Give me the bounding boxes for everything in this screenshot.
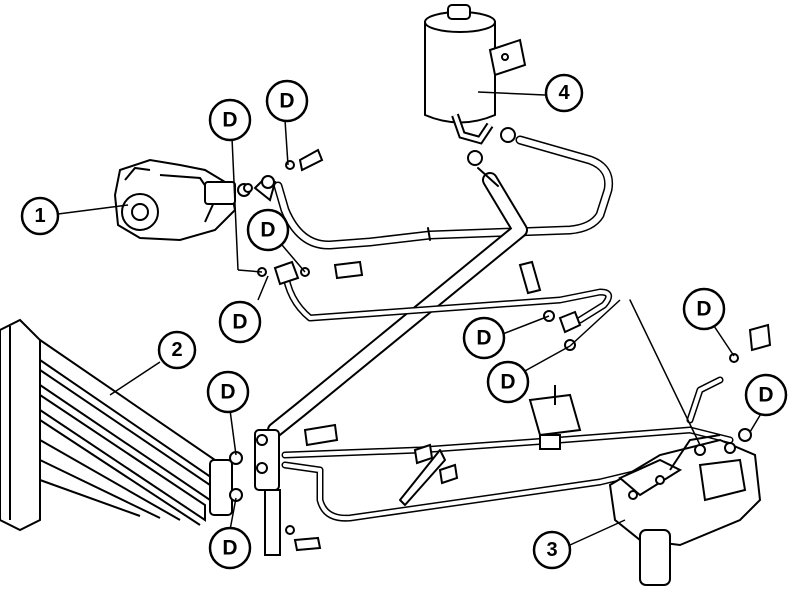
leader-d1 xyxy=(231,137,239,271)
leader-d7 xyxy=(713,325,735,357)
leader-d10 xyxy=(229,497,237,531)
svg-text:D: D xyxy=(696,298,711,321)
svg-text:D: D xyxy=(222,537,237,560)
part-callout-4: 4 xyxy=(544,73,584,113)
washer-callout: D xyxy=(246,208,290,252)
svg-text:4: 4 xyxy=(558,82,570,104)
svg-text:D: D xyxy=(476,327,491,350)
bracket-rod xyxy=(399,449,446,506)
washer-callout: D xyxy=(682,287,726,331)
svg-text:D: D xyxy=(758,384,773,407)
svg-text:D: D xyxy=(260,219,275,242)
washer-callout: D xyxy=(206,370,250,414)
leader-d2 xyxy=(284,119,289,166)
svg-text:D: D xyxy=(232,311,247,334)
fluid-reservoir xyxy=(424,4,527,166)
svg-text:2: 2 xyxy=(171,339,182,361)
leader-d9 xyxy=(229,409,237,456)
washer-callout: D xyxy=(462,316,506,360)
leader-1 xyxy=(57,204,129,215)
washer-callout: D xyxy=(208,98,252,142)
leader-3 xyxy=(569,519,626,546)
svg-text:D: D xyxy=(220,381,235,404)
fasteners xyxy=(243,148,772,552)
washer-callout: D xyxy=(265,79,309,123)
oil-cooler xyxy=(0,318,295,556)
washer-callout: D xyxy=(218,300,262,344)
steering-gear xyxy=(608,428,762,586)
leader-d4 xyxy=(257,275,269,301)
leader-d3 xyxy=(281,244,306,273)
leader-2 xyxy=(109,361,161,396)
part-callout-3: 3 xyxy=(532,530,572,570)
washer-callout: D xyxy=(744,373,788,417)
part-callout-1: 1 xyxy=(20,196,60,236)
hose-lines xyxy=(267,135,734,522)
svg-text:D: D xyxy=(500,371,515,394)
leader-d5 xyxy=(499,315,550,336)
part-callout-2: 2 xyxy=(157,330,197,370)
svg-text:1: 1 xyxy=(34,205,45,227)
washer-callout: D xyxy=(208,526,252,570)
svg-text:D: D xyxy=(222,109,237,132)
leader-d6 xyxy=(522,345,571,373)
leader-lines xyxy=(57,91,763,546)
leader-4 xyxy=(477,91,546,96)
washer-callout: D xyxy=(486,360,530,404)
svg-text:3: 3 xyxy=(546,539,557,561)
svg-text:D: D xyxy=(279,90,294,113)
